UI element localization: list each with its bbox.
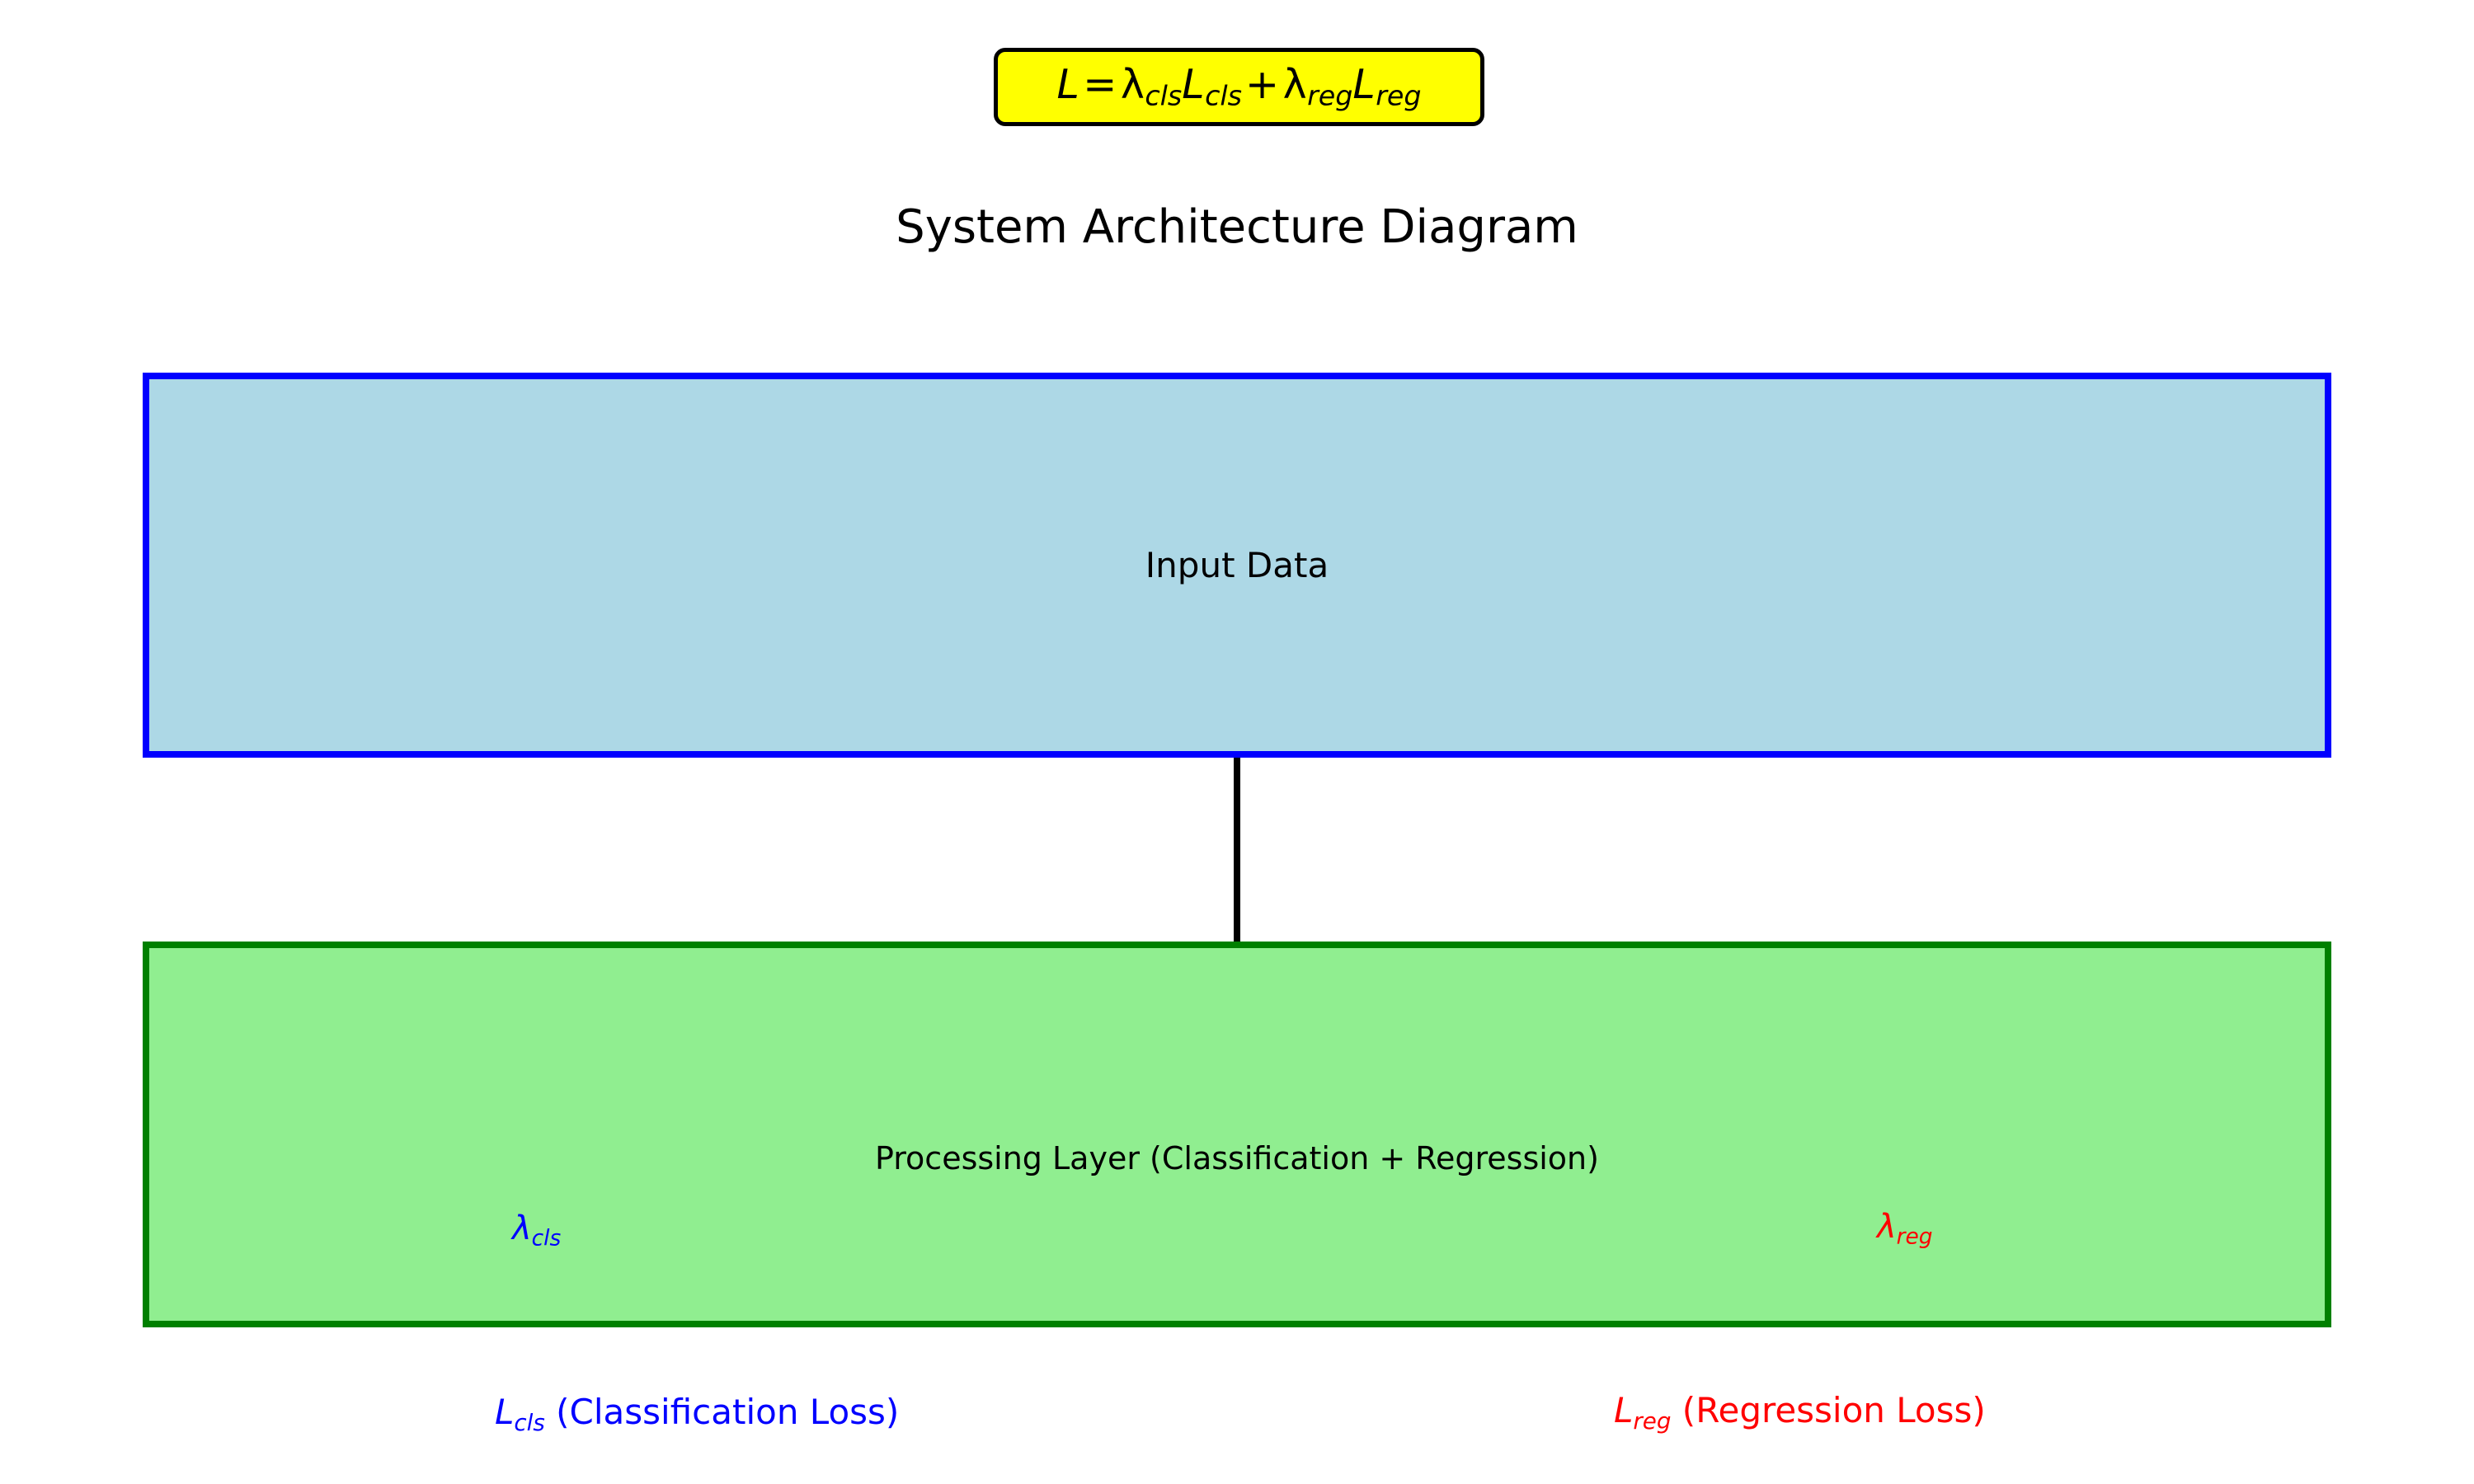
page-title: System Architecture Diagram <box>896 200 1578 254</box>
caption-cls-subscript: cls <box>514 1408 545 1436</box>
formula-equals: = <box>1083 61 1117 109</box>
formula-lambda-reg-subscript: reg <box>1307 79 1353 112</box>
annotation-lambda-cls: λcls <box>512 1212 561 1250</box>
formula-lambda-reg-symbol: λ <box>1282 61 1308 109</box>
caption-reg-text: (Regression Loss) <box>1671 1390 1986 1430</box>
caption-cls-symbol: L <box>495 1392 515 1432</box>
block-input-data: Input Data <box>143 373 2331 758</box>
formula-loss-reg-subscript: reg <box>1376 79 1422 112</box>
caption-reg-symbol: L <box>1614 1390 1634 1430</box>
caption-reg-subscript: reg <box>1633 1407 1672 1435</box>
formula-plus: + <box>1245 61 1280 109</box>
annotation-lambda-reg-subscript: reg <box>1896 1223 1933 1250</box>
annotation-lambda-reg: λreg <box>1877 1210 1933 1248</box>
block-input-data-label: Input Data <box>1145 545 1329 585</box>
loss-formula-text: L=λclsLcls+λregLreg <box>1056 64 1421 110</box>
caption-cls-text: (Classification Loss) <box>544 1392 900 1432</box>
caption-classification-loss: Lcls (Classification Loss) <box>495 1392 900 1436</box>
caption-regression-loss: Lreg (Regression Loss) <box>1614 1390 1986 1435</box>
formula-loss-cls-symbol: L <box>1182 61 1206 109</box>
annotation-lambda-cls-subscript: cls <box>531 1225 562 1252</box>
formula-lhs: L <box>1056 61 1080 109</box>
annotation-lambda-cls-symbol: λ <box>512 1209 532 1247</box>
formula-loss-cls-subscript: cls <box>1205 79 1242 112</box>
formula-loss-reg-symbol: L <box>1352 61 1376 109</box>
formula-lambda-cls-symbol: λ <box>1120 61 1145 109</box>
block-processing-layer: Processing Layer (Classification + Regre… <box>143 942 2331 1327</box>
loss-formula-box: L=λclsLcls+λregLreg <box>994 48 1484 126</box>
formula-lambda-cls-subscript: cls <box>1145 79 1183 112</box>
block-processing-layer-label: Processing Layer (Classification + Regre… <box>875 1140 1599 1176</box>
arrow-shaft-icon <box>1234 758 1240 946</box>
annotation-lambda-reg-symbol: λ <box>1877 1208 1897 1246</box>
